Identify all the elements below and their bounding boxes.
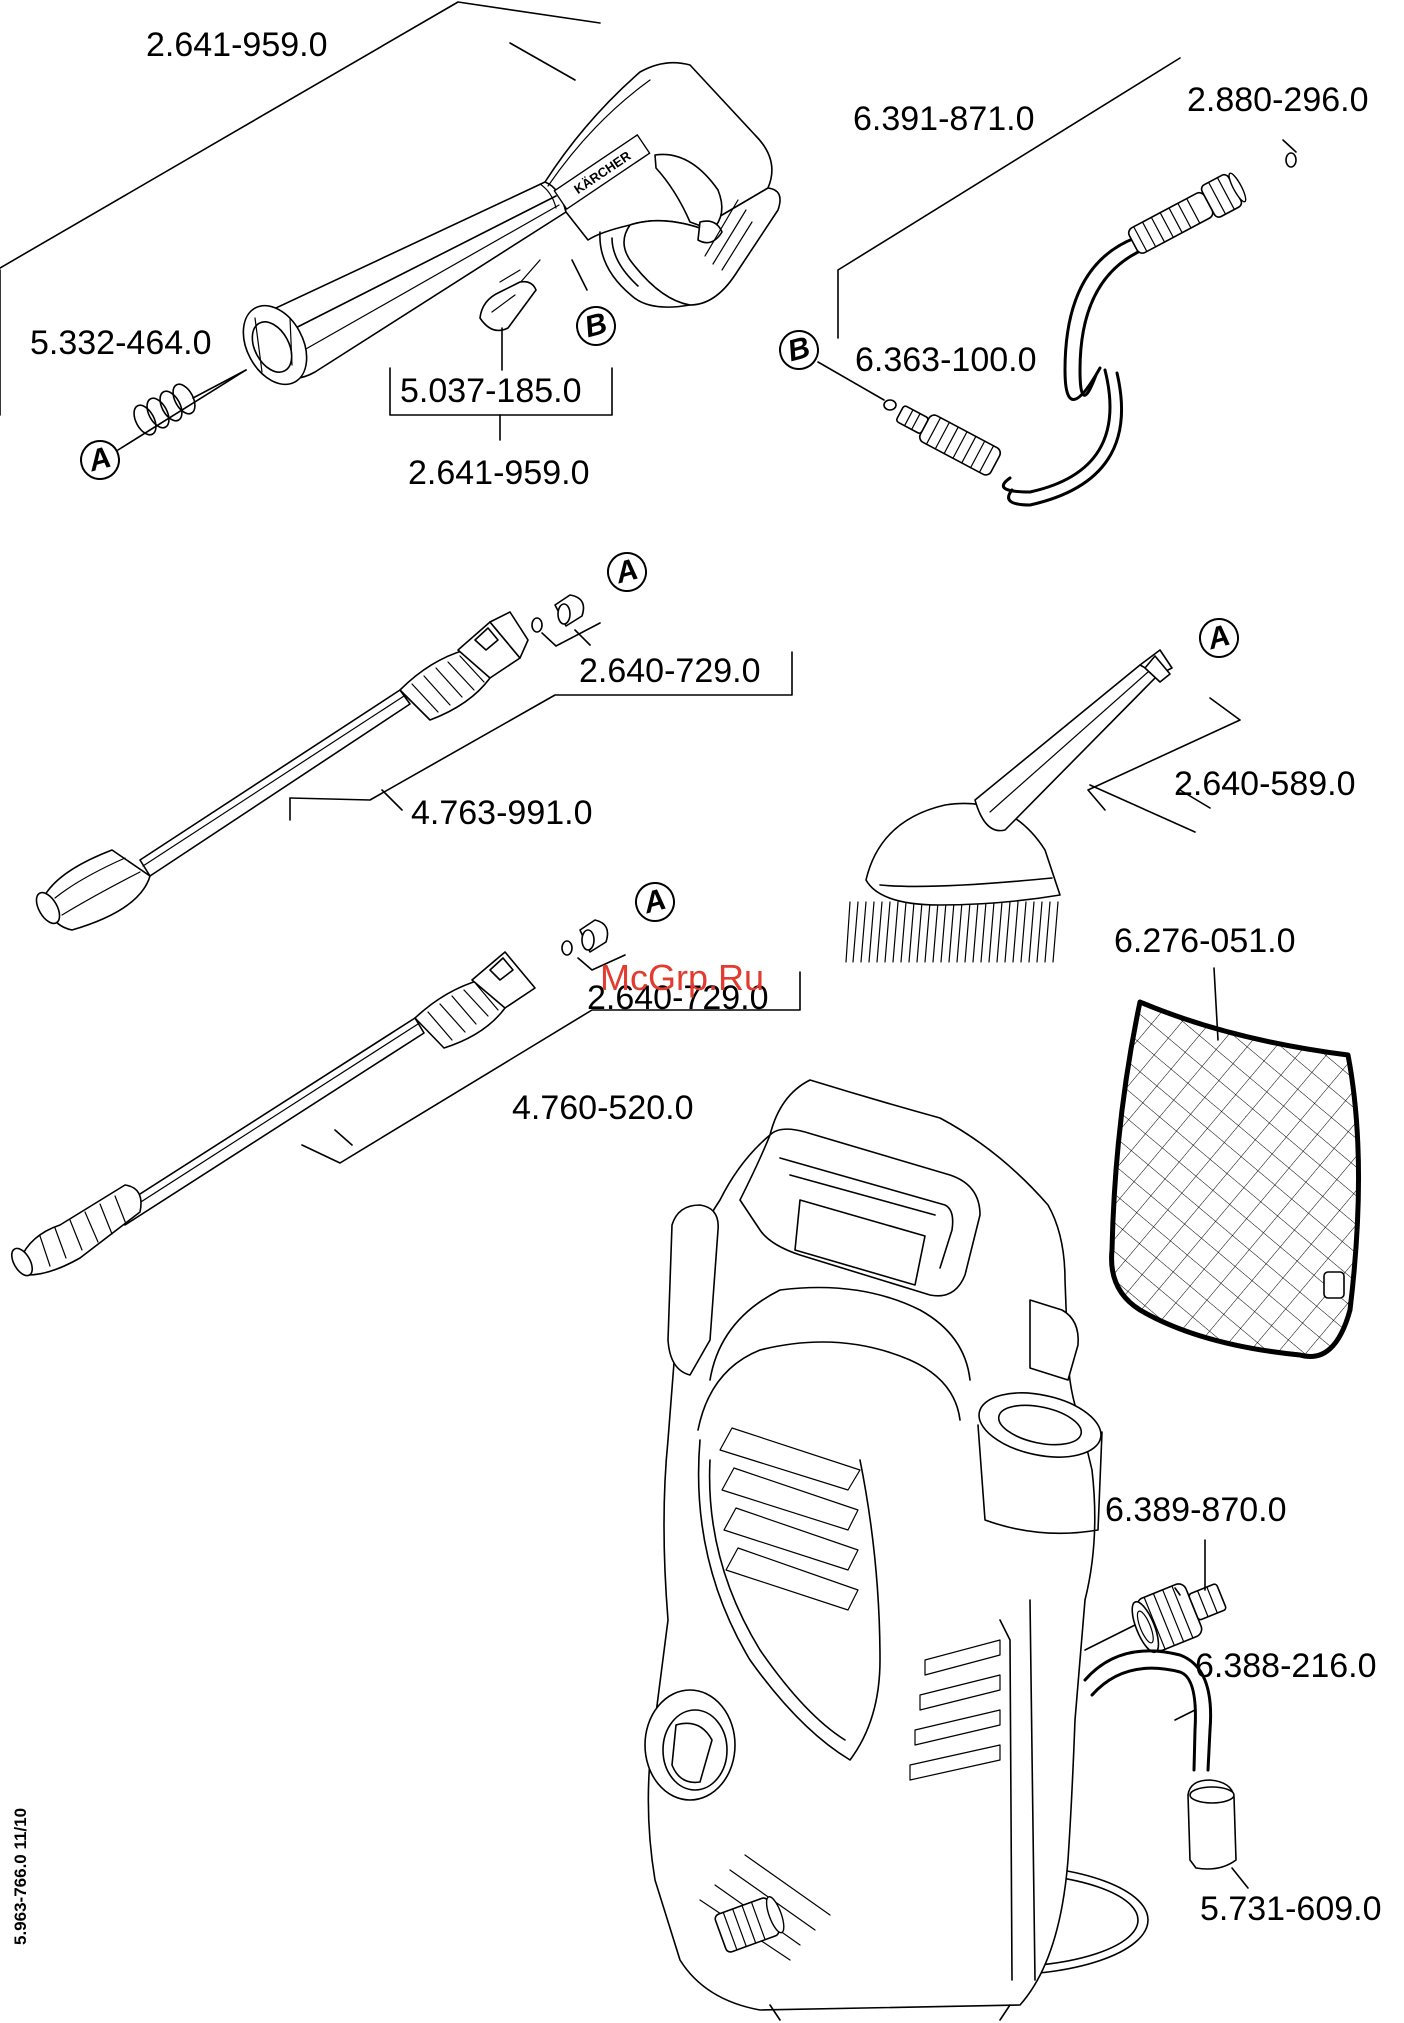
part-label-gun-top: 2.641-959.0	[146, 28, 328, 62]
lance-1	[32, 595, 584, 930]
document-id: 5.963-766.0 11/10	[12, 1808, 29, 1945]
part-label-gun-bottom: 2.641-959.0	[408, 456, 590, 490]
wash-brush	[846, 650, 1172, 962]
part-label-filter-net: 6.276-051.0	[1114, 924, 1296, 958]
part-label-suction-hose: 6.388-216.0	[1195, 1649, 1377, 1683]
part-label-hose-oring-right: 2.880-296.0	[1187, 83, 1369, 117]
part-label-lance-1: 4.763-991.0	[411, 796, 593, 830]
pressure-washer-body	[645, 1080, 1148, 2020]
part-label-brush: 2.640-589.0	[1174, 767, 1356, 801]
part-label-hose: 6.391-871.0	[853, 102, 1035, 136]
part-label-gun-clip: 5.037-185.0	[400, 374, 582, 408]
part-label-filter-cap: 5.731-609.0	[1200, 1892, 1382, 1926]
part-label-gun-spring: 5.332-464.0	[30, 326, 212, 360]
filter-net	[1100, 990, 1370, 1370]
part-label-nozzle-set-1: 2.640-729.0	[579, 654, 761, 688]
water-adapter	[1126, 1570, 1231, 1656]
high-pressure-hose	[884, 153, 1296, 505]
watermark: McGrp.Ru	[600, 960, 764, 996]
part-label-lance-2: 4.760-520.0	[512, 1091, 694, 1125]
part-label-adapter: 6.389-870.0	[1105, 1493, 1287, 1527]
part-label-hose-oring-left: 6.363-100.0	[855, 343, 1037, 377]
